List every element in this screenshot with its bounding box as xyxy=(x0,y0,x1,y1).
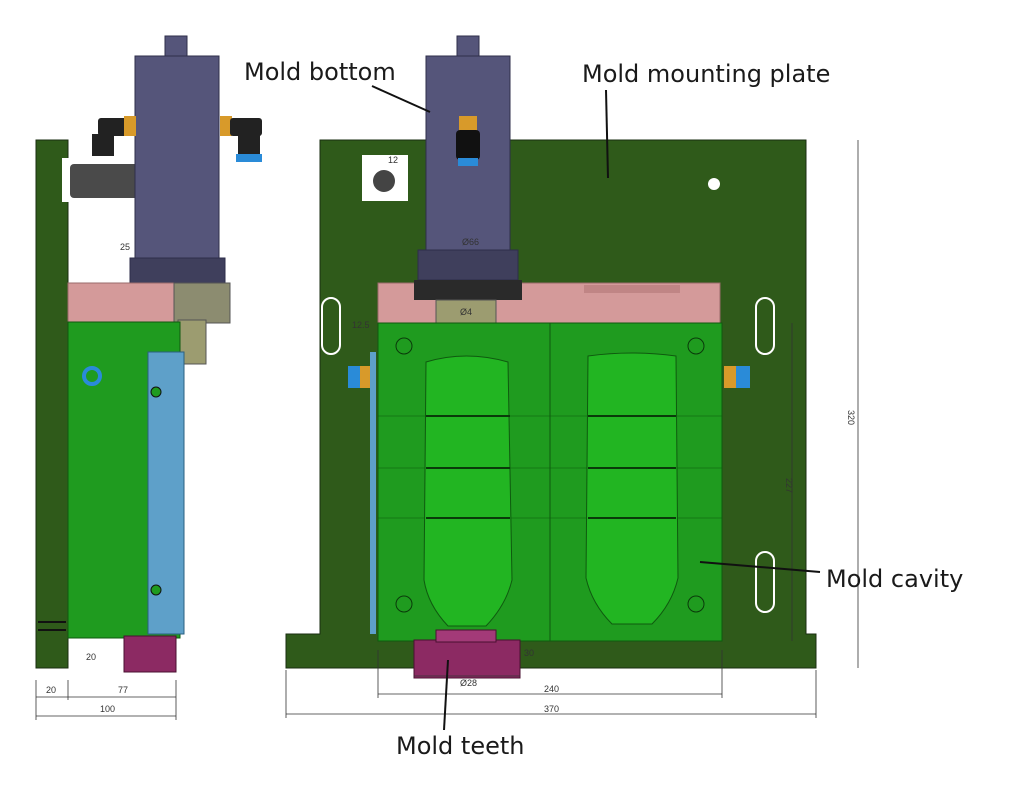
dim-side-top: 25 xyxy=(120,242,130,252)
dim-plate-height: 320 xyxy=(846,410,856,425)
leader-mold-bottom xyxy=(371,85,431,113)
fitting-right xyxy=(724,366,738,388)
dim-teeth-width: Ø28 xyxy=(460,678,477,688)
front-blue-strip xyxy=(370,352,376,634)
dim-cavity-width: 240 xyxy=(544,684,559,694)
slot-left-top xyxy=(321,297,341,355)
front-cylinder-rod xyxy=(456,35,480,59)
side-view: 20 77 100 20 25 xyxy=(35,35,262,720)
slot-right-top xyxy=(755,297,775,355)
front-view: 12 Ø66 Ø4 12.5 xyxy=(285,35,859,718)
svg-text:30: 30 xyxy=(524,648,534,658)
leader-lines xyxy=(371,85,821,731)
label-mold-cavity: Mold cavity xyxy=(826,565,964,593)
fitting-left xyxy=(348,366,362,388)
side-fitting-right xyxy=(220,116,232,136)
svg-text:Ø66: Ø66 xyxy=(462,237,479,247)
side-fitting-blue xyxy=(82,366,102,386)
side-flange xyxy=(67,282,181,324)
slot-right-bottom xyxy=(755,551,775,613)
bottle-cavity-left xyxy=(423,355,513,627)
side-mounting-plate xyxy=(35,139,69,669)
label-mold-bottom: Mold bottom xyxy=(244,58,396,86)
dim-side-offset: 20 xyxy=(46,685,56,695)
side-teeth xyxy=(123,635,177,673)
plate-hole xyxy=(708,178,720,190)
label-mold-mounting-plate: Mold mounting plate xyxy=(582,60,831,88)
label-mold-teeth: Mold teeth xyxy=(396,732,525,760)
dim-side-bottom-h: 20 xyxy=(86,652,96,662)
side-cylinder-rod xyxy=(164,35,188,59)
mold-teeth xyxy=(413,639,521,679)
side-cylinder xyxy=(134,55,220,263)
svg-text:Ø4: Ø4 xyxy=(460,307,472,317)
front-fitting xyxy=(459,116,477,132)
side-fitting-left xyxy=(98,118,128,136)
svg-text:12.5: 12.5 xyxy=(352,320,370,330)
leader-mold-cavity xyxy=(699,561,821,573)
dim-side-inner: 77 xyxy=(118,685,128,695)
bottle-cavity-right xyxy=(585,352,679,625)
dim-plate-width: 370 xyxy=(544,704,559,714)
svg-text:12: 12 xyxy=(388,155,398,165)
dim-side-width: 100 xyxy=(100,704,115,714)
dim-cavity-height: 227 xyxy=(784,478,794,493)
leader-mold-teeth xyxy=(443,659,449,731)
leader-mounting-plate xyxy=(605,89,609,179)
